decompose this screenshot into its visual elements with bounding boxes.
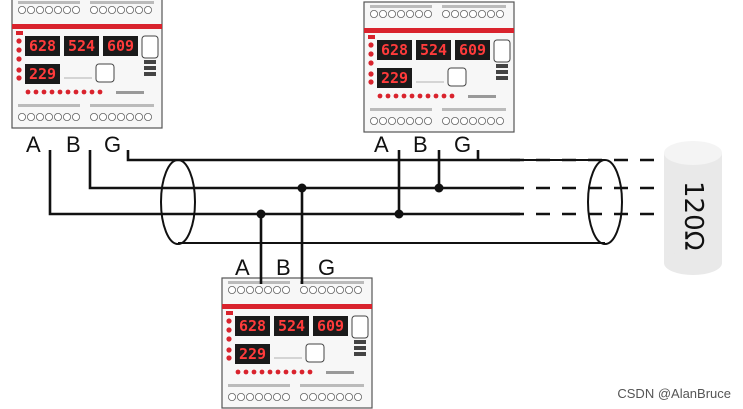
terminating-resistor <box>664 141 722 275</box>
meter-device-2: 628 524 609 229 <box>363 1 515 133</box>
watermark-text: CSDN @AlanBruce <box>617 386 731 401</box>
meter-3-display-3: 609 <box>317 317 344 335</box>
label-g-device-2: G <box>454 132 472 157</box>
meter-device-3: 628 524 609 229 <box>221 277 373 409</box>
label-b-device-3: B <box>276 255 291 280</box>
meter-1-display-2: 524 <box>68 37 95 55</box>
cable-shield-right-ring <box>587 159 623 245</box>
label-a-device-3: A <box>235 255 250 280</box>
shielded-cable <box>160 159 623 245</box>
label-a-device-2: A <box>374 132 389 157</box>
meter-3-display-1: 628 <box>239 317 266 335</box>
meter-device-1: 628 524 609 229 <box>11 0 163 129</box>
junction-dots <box>256 183 444 219</box>
meter-1-display-4: 229 <box>29 65 56 83</box>
meter-2-display-3: 609 <box>459 41 486 59</box>
meter-3-display-2: 524 <box>278 317 305 335</box>
meter-1-display-1: 628 <box>29 37 56 55</box>
meter-2-display-1: 628 <box>381 41 408 59</box>
meter-1-display-3: 609 <box>107 37 134 55</box>
label-b-device-2: B <box>413 132 428 157</box>
wire-b-device-1 <box>88 150 520 190</box>
label-g-device-3: G <box>318 255 336 280</box>
label-a-device-1: A <box>26 132 41 157</box>
meter-2-display-4: 229 <box>381 69 408 87</box>
wire-a-device-1 <box>48 150 520 216</box>
meter-3-display-4: 229 <box>239 345 266 363</box>
resistor-value-label: 120Ω <box>678 181 708 251</box>
cable-shield-left-ring <box>160 159 196 245</box>
label-b-device-1: B <box>66 132 81 157</box>
label-g-device-1: G <box>104 132 122 157</box>
meter-2-display-2: 524 <box>420 41 447 59</box>
bus-wires <box>48 150 520 284</box>
